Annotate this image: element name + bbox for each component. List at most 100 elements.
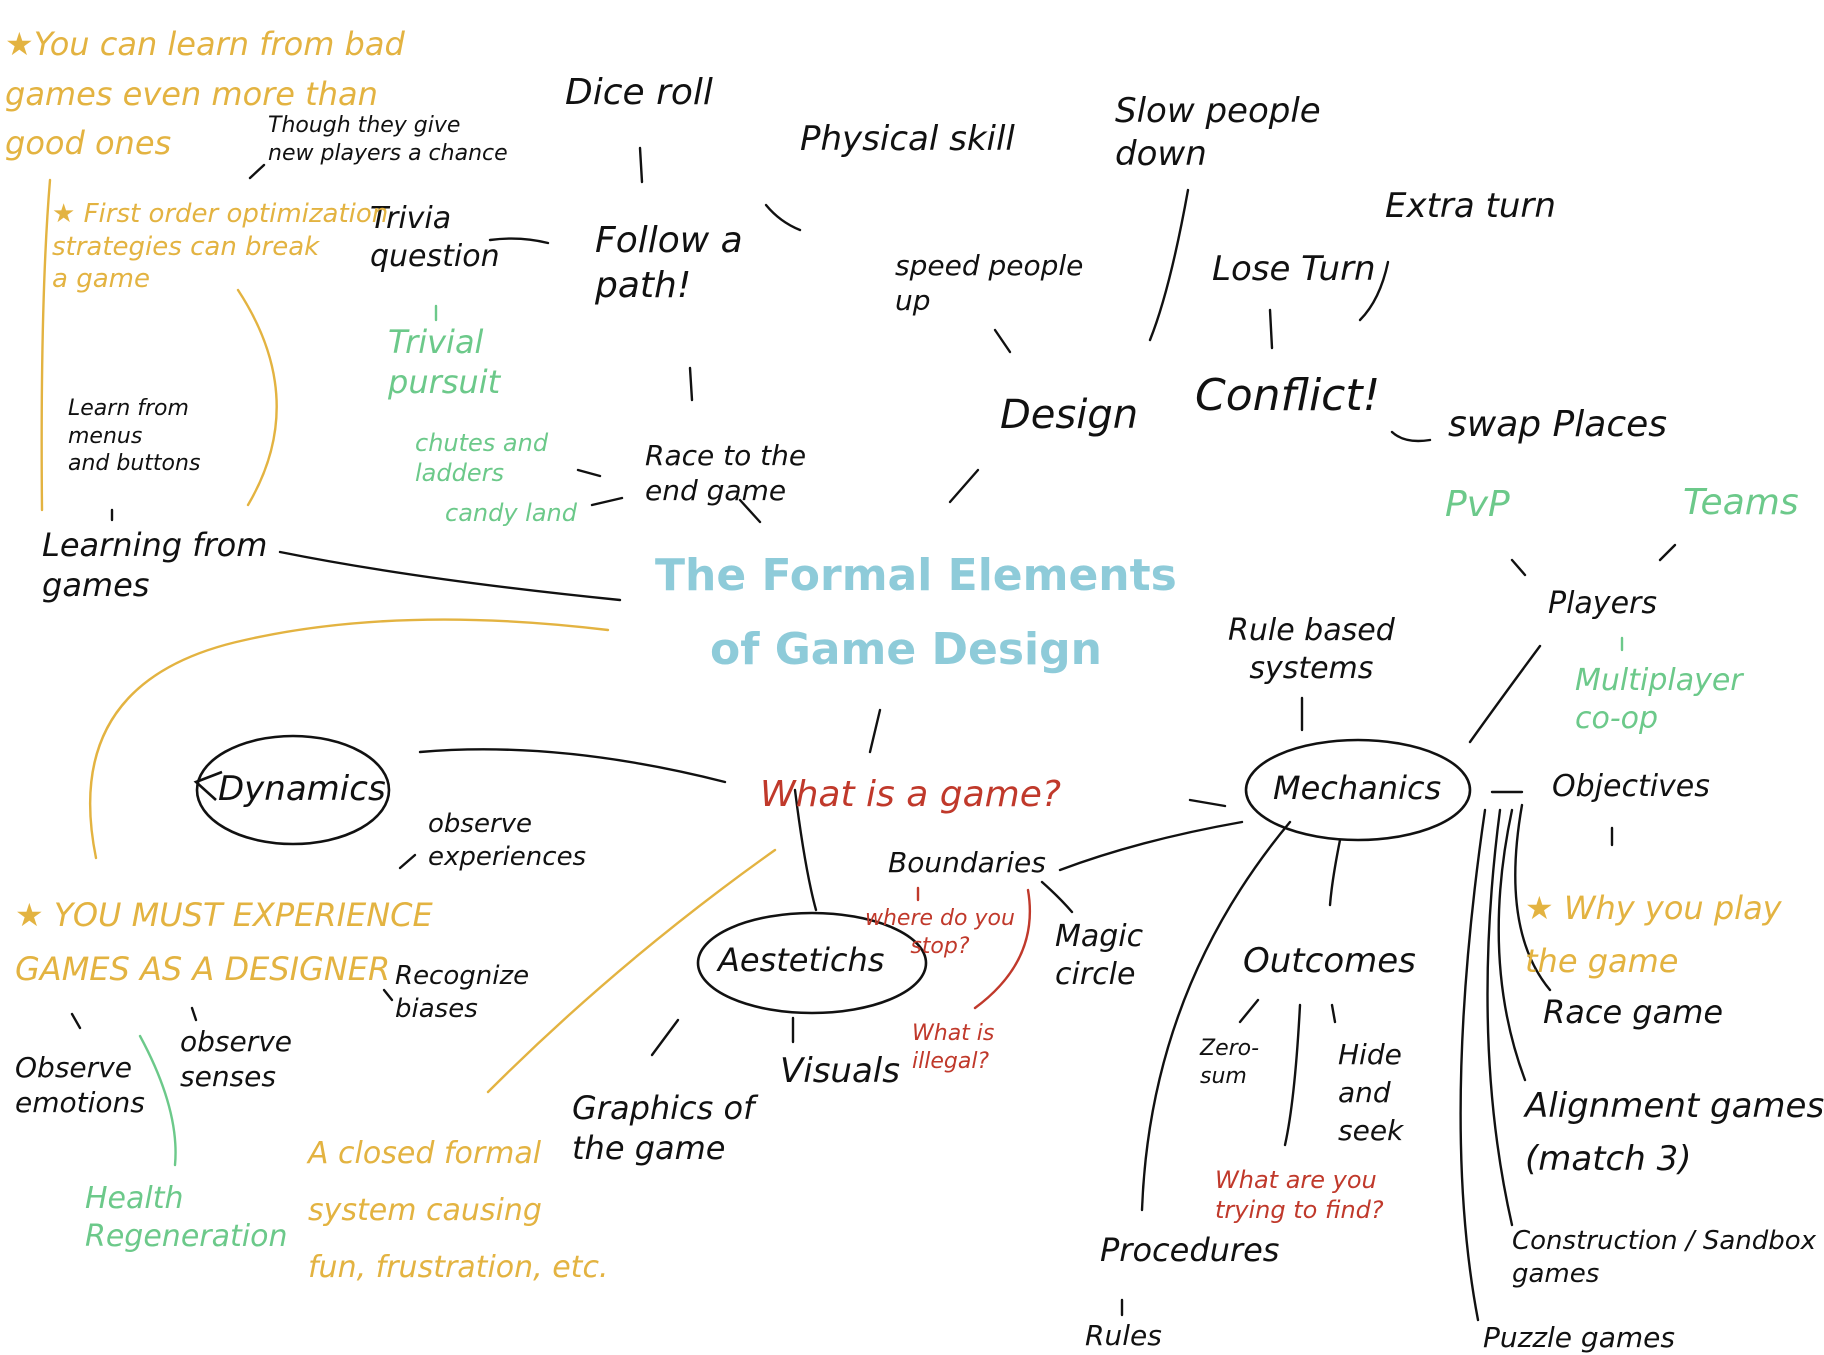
connector-red-illegal	[973, 888, 1032, 1010]
question-what-find: What are you trying to find?	[1215, 1166, 1384, 1224]
observe-senses-node: observe senses	[180, 1025, 293, 1093]
race-game-node: Race game	[1543, 993, 1724, 1031]
note-must-experience: ★ YOU MUST EXPERIENCE GAMES AS A DESIGNE…	[15, 896, 433, 989]
connector-mechanics-outcomes	[1328, 838, 1342, 907]
example-trivial-pursuit: Trivial pursuit	[388, 323, 501, 401]
note-closed-formal: A closed formal system causing fun, frus…	[308, 1136, 609, 1285]
connector-follow-race	[688, 366, 694, 402]
aesthetics-circle	[696, 911, 928, 1015]
rules-node: Rules	[1085, 1319, 1162, 1352]
connector-question-mechanics	[1188, 798, 1227, 808]
connector-boundaries-magic	[1040, 880, 1074, 914]
players-node: Players	[1548, 586, 1657, 621]
zero-sum-node: Zero- sum	[1200, 1036, 1260, 1089]
connector-objectives-construction	[1486, 808, 1514, 1227]
center-question: What is a game?	[760, 774, 1061, 815]
connector-objectives-alignment	[1497, 808, 1527, 1082]
note-first-order: ★ First order optimization strategies ca…	[52, 199, 389, 294]
aesthetics-node: Aestetichs	[718, 941, 885, 979]
magic-circle-node: Magic circle	[1055, 919, 1144, 992]
connector-dice-follow	[638, 146, 644, 184]
connector-extra-conflict	[1358, 260, 1390, 322]
example-multiplayer: Multiplayer co-op	[1575, 663, 1743, 736]
title-line-2: of Game Design	[710, 624, 1102, 675]
visuals-node: Visuals	[780, 1051, 900, 1091]
connector-boundaries-question	[1058, 820, 1244, 872]
though-new-node: Though they give new players a chance	[268, 113, 508, 166]
design-node: Design	[1000, 392, 1139, 438]
connector-emotions-tick	[70, 1012, 82, 1030]
mechanics-circle	[1244, 738, 1472, 842]
connector-green-health	[138, 1034, 177, 1167]
note-learn-bad-games: ★You can learn from bad games even more …	[5, 25, 405, 163]
connector-senses-tick	[190, 1006, 198, 1022]
connector-race-chutes	[576, 468, 602, 478]
connector-objectives-race	[1514, 803, 1552, 992]
title-line-1: The Formal Elements	[655, 550, 1177, 601]
race-end-node: Race to the end game	[645, 439, 807, 507]
graphics-node: Graphics of the game	[572, 1089, 755, 1167]
example-health-regen: Health Regeneration	[85, 1181, 288, 1254]
connector-race-candyland	[590, 496, 624, 507]
objectives-node: Objectives	[1552, 769, 1710, 804]
dynamics-arrowhead	[193, 770, 223, 801]
outcomes-node: Outcomes	[1243, 941, 1416, 981]
observe-emotions-node: Observe emotions	[15, 1051, 145, 1119]
dynamics-circle	[195, 734, 391, 846]
connector-yellow-first-order-loop	[236, 288, 278, 507]
example-pvp: PvP	[1445, 484, 1510, 525]
connector-mechanics-procedures	[1140, 820, 1292, 1212]
connector-though-note	[248, 163, 266, 180]
learning-node: Learning from games	[42, 526, 268, 604]
connector-players-teams	[1658, 543, 1677, 562]
lose-turn-node: Lose Turn	[1212, 249, 1376, 289]
dice-roll-node: Dice roll	[565, 72, 713, 113]
example-teams: Teams	[1683, 482, 1799, 523]
alignment-node: Alignment games (match 3)	[1525, 1086, 1824, 1179]
connector-yellow-arc-top	[88, 618, 610, 860]
connector-players-pvp	[1510, 558, 1527, 577]
connector-question-dynamics	[418, 748, 727, 784]
connector-aesthetics-graphics	[650, 1018, 680, 1057]
connector-players-mechanics	[1468, 644, 1542, 744]
connector-slow-design	[1148, 188, 1190, 342]
follow-path-node: Follow a path!	[595, 220, 743, 306]
slow-people-node: Slow people down	[1115, 91, 1321, 174]
dynamics-node: Dynamics	[218, 769, 386, 809]
connector-outcomes-hide-b	[1330, 1003, 1337, 1024]
connector-outcomes-zerosum	[1238, 998, 1260, 1024]
learn-menus-node: Learn from menus and buttons	[68, 396, 201, 476]
example-chutes-ladders: chutes and ladders	[415, 429, 549, 487]
question-where-stop: where do you stop?	[865, 906, 1015, 959]
puzzle-node: Puzzle games	[1483, 1321, 1675, 1354]
connector-title-question	[868, 708, 882, 754]
connector-physical-follow	[764, 203, 802, 232]
procedures-node: Procedures	[1100, 1231, 1280, 1269]
speed-people-node: speed people up	[895, 249, 1084, 317]
connector-observe-exp	[398, 853, 417, 870]
rule-based-node: Rule based systems	[1228, 613, 1395, 686]
connector-biases-tick	[382, 988, 394, 1002]
conflict-node: Conflict!	[1195, 370, 1381, 421]
connector-yellow-closed-system	[486, 848, 777, 1094]
construction-node: Construction / Sandbox games	[1512, 1226, 1817, 1289]
connector-learning-title	[278, 550, 622, 602]
trivia-question-node: Trivia question	[370, 201, 500, 274]
extra-turn-node: Extra turn	[1385, 186, 1556, 226]
connector-race-title	[738, 498, 762, 524]
connector-design-title	[948, 468, 980, 504]
mechanics-node: Mechanics	[1273, 769, 1442, 807]
physical-skill-node: Physical skill	[800, 119, 1015, 159]
connector-lose-conflict	[1268, 308, 1274, 350]
connector-yellow-left-bracket	[40, 178, 52, 512]
question-illegal: What is illegal?	[912, 1021, 995, 1074]
boundaries-node: Boundaries	[888, 846, 1046, 879]
connector-question-aesthetics	[793, 788, 818, 912]
recognize-biases-node: Recognize biases	[395, 961, 530, 1024]
swap-places-node: swap Places	[1448, 404, 1668, 445]
hide-seek-node: Hide and seek	[1338, 1038, 1404, 1147]
connector-outcomes-hide	[1283, 1003, 1302, 1147]
connector-speed-design	[993, 328, 1012, 354]
